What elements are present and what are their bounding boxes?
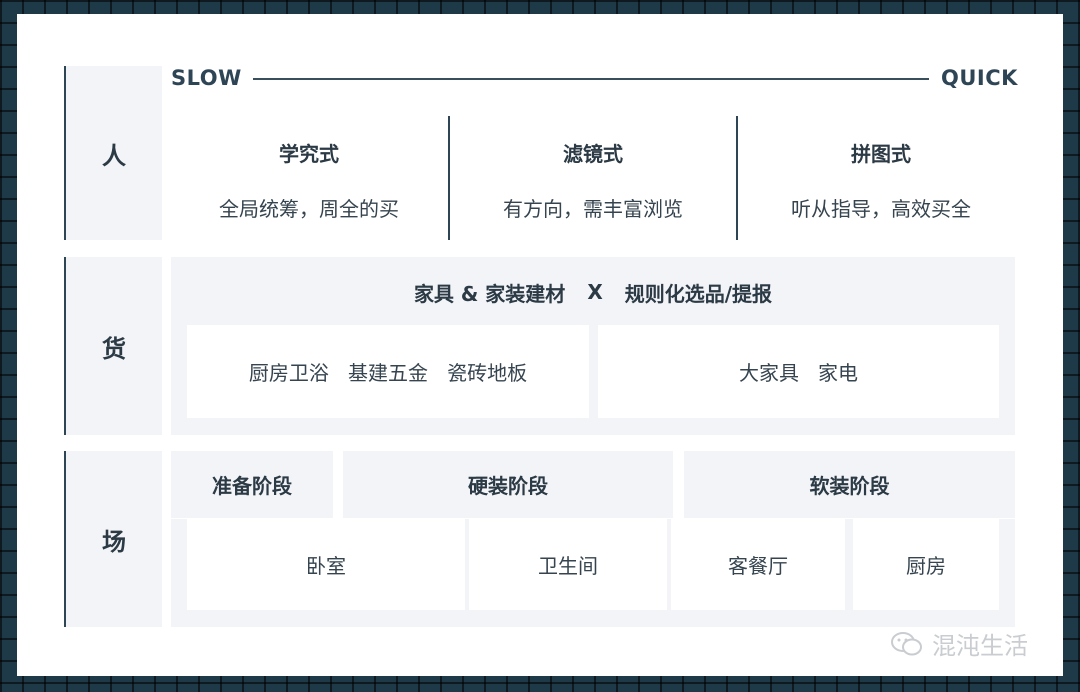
- room-bathroom: 卫生间: [469, 519, 667, 610]
- row-label-goods: 货: [64, 257, 162, 435]
- watermark: 混沌生活: [890, 626, 1028, 661]
- row-label-scene: 场: [64, 451, 162, 627]
- slow-label: SLOW: [171, 66, 242, 90]
- room-kitchen: 厨房: [853, 519, 999, 610]
- room-label: 客餐厅: [728, 554, 788, 578]
- mode-title: 滤镜式: [563, 142, 623, 166]
- mode-title: 学究式: [279, 142, 339, 166]
- goods-box-building-materials: 厨房卫浴 基建五金 瓷砖地板: [187, 325, 589, 418]
- room-label: 卫生间: [538, 554, 598, 578]
- row-label-scene-text: 场: [102, 527, 126, 556]
- stage-label: 软装阶段: [809, 474, 890, 498]
- wechat-icon: [891, 631, 922, 655]
- goods-box-furniture: 大家具 家电: [598, 325, 999, 418]
- goods-banner: 家具 & 家装建材 X 规则化选品/提报: [171, 278, 1015, 306]
- watermark-text: 混沌生活: [932, 632, 1028, 660]
- room-label: 厨房: [906, 554, 946, 578]
- room-bedroom: 卧室: [187, 519, 465, 610]
- room-label: 卧室: [306, 554, 346, 578]
- stage-label: 准备阶段: [212, 474, 292, 498]
- row-label-people-text: 人: [102, 141, 126, 170]
- mode-desc: 听从指导，高效买全: [791, 197, 971, 221]
- mode-desc: 全局统筹，周全的买: [219, 197, 399, 221]
- mode-filter: 滤镜式 有方向，需丰富浏览: [450, 138, 736, 222]
- goods-banner-left: 家具 & 家装建材: [413, 281, 566, 306]
- row-label-people: 人: [64, 66, 162, 240]
- mode-puzzle: 拼图式 听从指导，高效买全: [738, 138, 1024, 222]
- column-divider: [448, 116, 450, 240]
- mode-title: 拼图式: [851, 142, 911, 166]
- mode-scholar: 学究式 全局统筹，周全的买: [171, 138, 447, 222]
- goods-banner-x: X: [587, 280, 603, 304]
- quick-label: QUICK: [941, 66, 1018, 90]
- row-label-goods-text: 货: [102, 334, 126, 363]
- column-divider: [736, 116, 738, 240]
- stage-soft-decoration: 软装阶段: [684, 451, 1015, 518]
- room-living-dining: 客餐厅: [671, 519, 845, 610]
- diagram-card: SLOW QUICK 人 货 场 学究式 全局统筹，周全的买 滤镜式 有方向，需…: [17, 14, 1063, 676]
- stage-preparation: 准备阶段: [171, 451, 333, 518]
- mode-desc: 有方向，需丰富浏览: [503, 197, 683, 221]
- stage-label: 硬装阶段: [468, 474, 548, 498]
- speed-axis-line: [253, 78, 929, 80]
- stage-hard-decoration: 硬装阶段: [343, 451, 673, 518]
- goods-banner-right: 规则化选品/提报: [624, 281, 773, 306]
